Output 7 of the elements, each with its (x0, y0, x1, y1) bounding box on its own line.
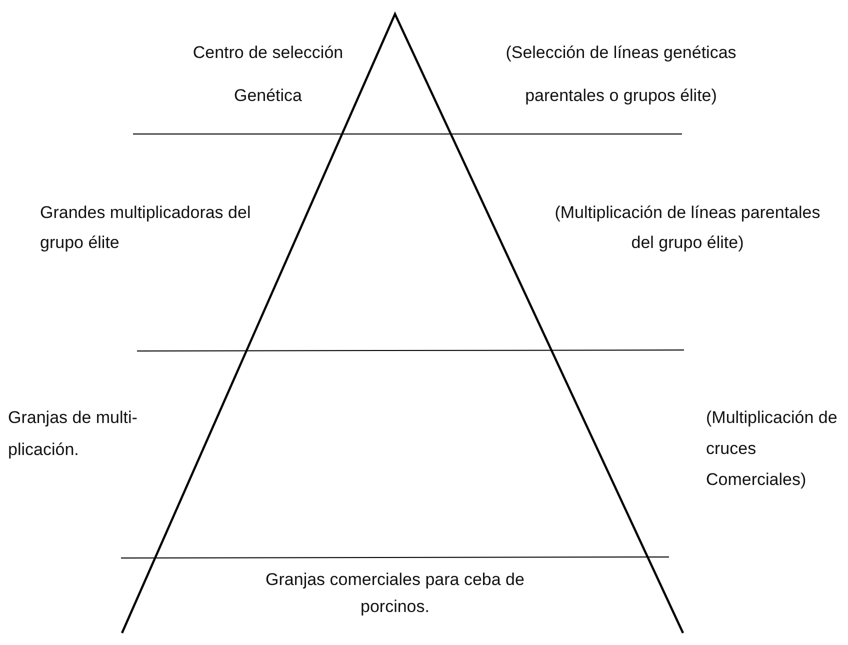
label-text: Granjas comerciales para ceba de porcinos. (264, 569, 526, 618)
label-text: (Selección de líneas genéticas parentales o grupos élite) (504, 42, 738, 107)
label-text: (Multiplicación de cruces Comerciales) (706, 407, 838, 491)
label-text: Centro de selección Genética (192, 42, 344, 107)
label-text: Granjas de multi- plicación. (8, 407, 138, 461)
label-text: Grandes multiplicadoras del grupo élite (40, 202, 252, 254)
label-text: (Multiplicación de líneas parentales del grupo élite) (554, 202, 822, 254)
